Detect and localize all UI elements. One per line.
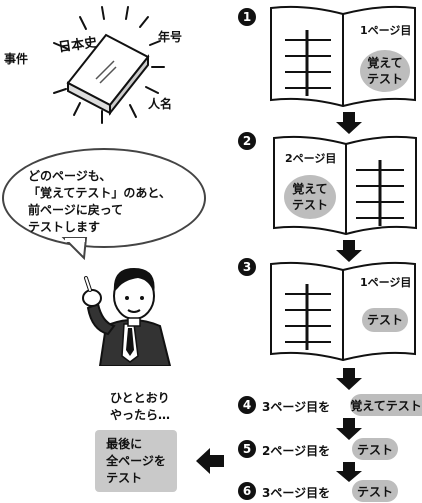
speech-line: 「覚えてテスト」のあと、 <box>28 186 171 200</box>
final-box-line: 全ページを <box>106 453 166 468</box>
step-number-6: 6 <box>238 482 256 500</box>
step2-action: 覚えて テスト <box>291 182 328 212</box>
step4-text: 3ページ目を <box>262 400 331 414</box>
speech-line: どのページも、 <box>28 169 112 183</box>
step6-action-pill: テスト <box>352 480 398 502</box>
down-arrow-icon <box>336 418 362 440</box>
left-arrow-icon <box>196 448 224 474</box>
step6-action: テスト <box>356 484 393 499</box>
step-number-5: 5 <box>238 440 256 458</box>
step2-action-blob: 覚えて テスト <box>284 175 336 219</box>
speech-line: テストします <box>28 220 101 234</box>
step5-action-pill: テスト <box>352 438 398 460</box>
step3-action-blob: テスト <box>362 308 408 332</box>
speech-bubble <box>2 148 206 248</box>
final-box-line: 最後に <box>106 436 143 451</box>
speech-line: 前ページに戻って <box>28 203 124 217</box>
final-box-line: テスト <box>106 470 143 485</box>
step1-action: 覚えて テスト <box>366 56 403 86</box>
after-note-line: やったら… <box>110 408 171 422</box>
step3-page-label: 1ページ目 <box>360 276 412 289</box>
speech-bubble-tail <box>61 237 88 260</box>
book-radiating-icon <box>53 6 165 124</box>
down-arrow-icon <box>336 112 362 134</box>
step4-action: 覚えてテスト <box>350 398 422 413</box>
step1-page-label: 1ページ目 <box>360 24 412 37</box>
history-book-illustration <box>40 5 190 125</box>
step4-action-pill: 覚えてテスト <box>350 394 422 416</box>
step-number-2: 2 <box>238 132 256 150</box>
down-arrow-icon <box>336 368 362 390</box>
label-year: 年号 <box>158 30 183 44</box>
step-number-4: 4 <box>238 396 256 414</box>
final-test-box: 最後に 全ページを テスト <box>95 430 177 492</box>
after-note: ひととおり やったら… <box>110 390 170 424</box>
step-number-3: 3 <box>238 258 256 276</box>
after-note-line: ひととおり <box>110 391 170 405</box>
label-event: 事件 <box>4 52 29 66</box>
step5-action: テスト <box>356 442 393 457</box>
step1-action-blob: 覚えて テスト <box>360 50 410 92</box>
step-number-1: 1 <box>238 8 256 26</box>
open-book-icon <box>270 261 416 362</box>
speech-text: どのページも、 「覚えてテスト」のあと、 前ページに戻って テストします <box>28 168 171 236</box>
step3-action: テスト <box>366 313 403 327</box>
step6-text: 3ページ目を <box>262 486 331 500</box>
step5-text: 2ページ目を <box>262 444 331 458</box>
down-arrow-icon <box>336 462 362 482</box>
step2-page-label: 2ページ目 <box>285 152 337 165</box>
businessman-pointing-icon <box>82 268 172 366</box>
label-person: 人名 <box>148 97 173 111</box>
down-arrow-icon <box>336 240 362 262</box>
